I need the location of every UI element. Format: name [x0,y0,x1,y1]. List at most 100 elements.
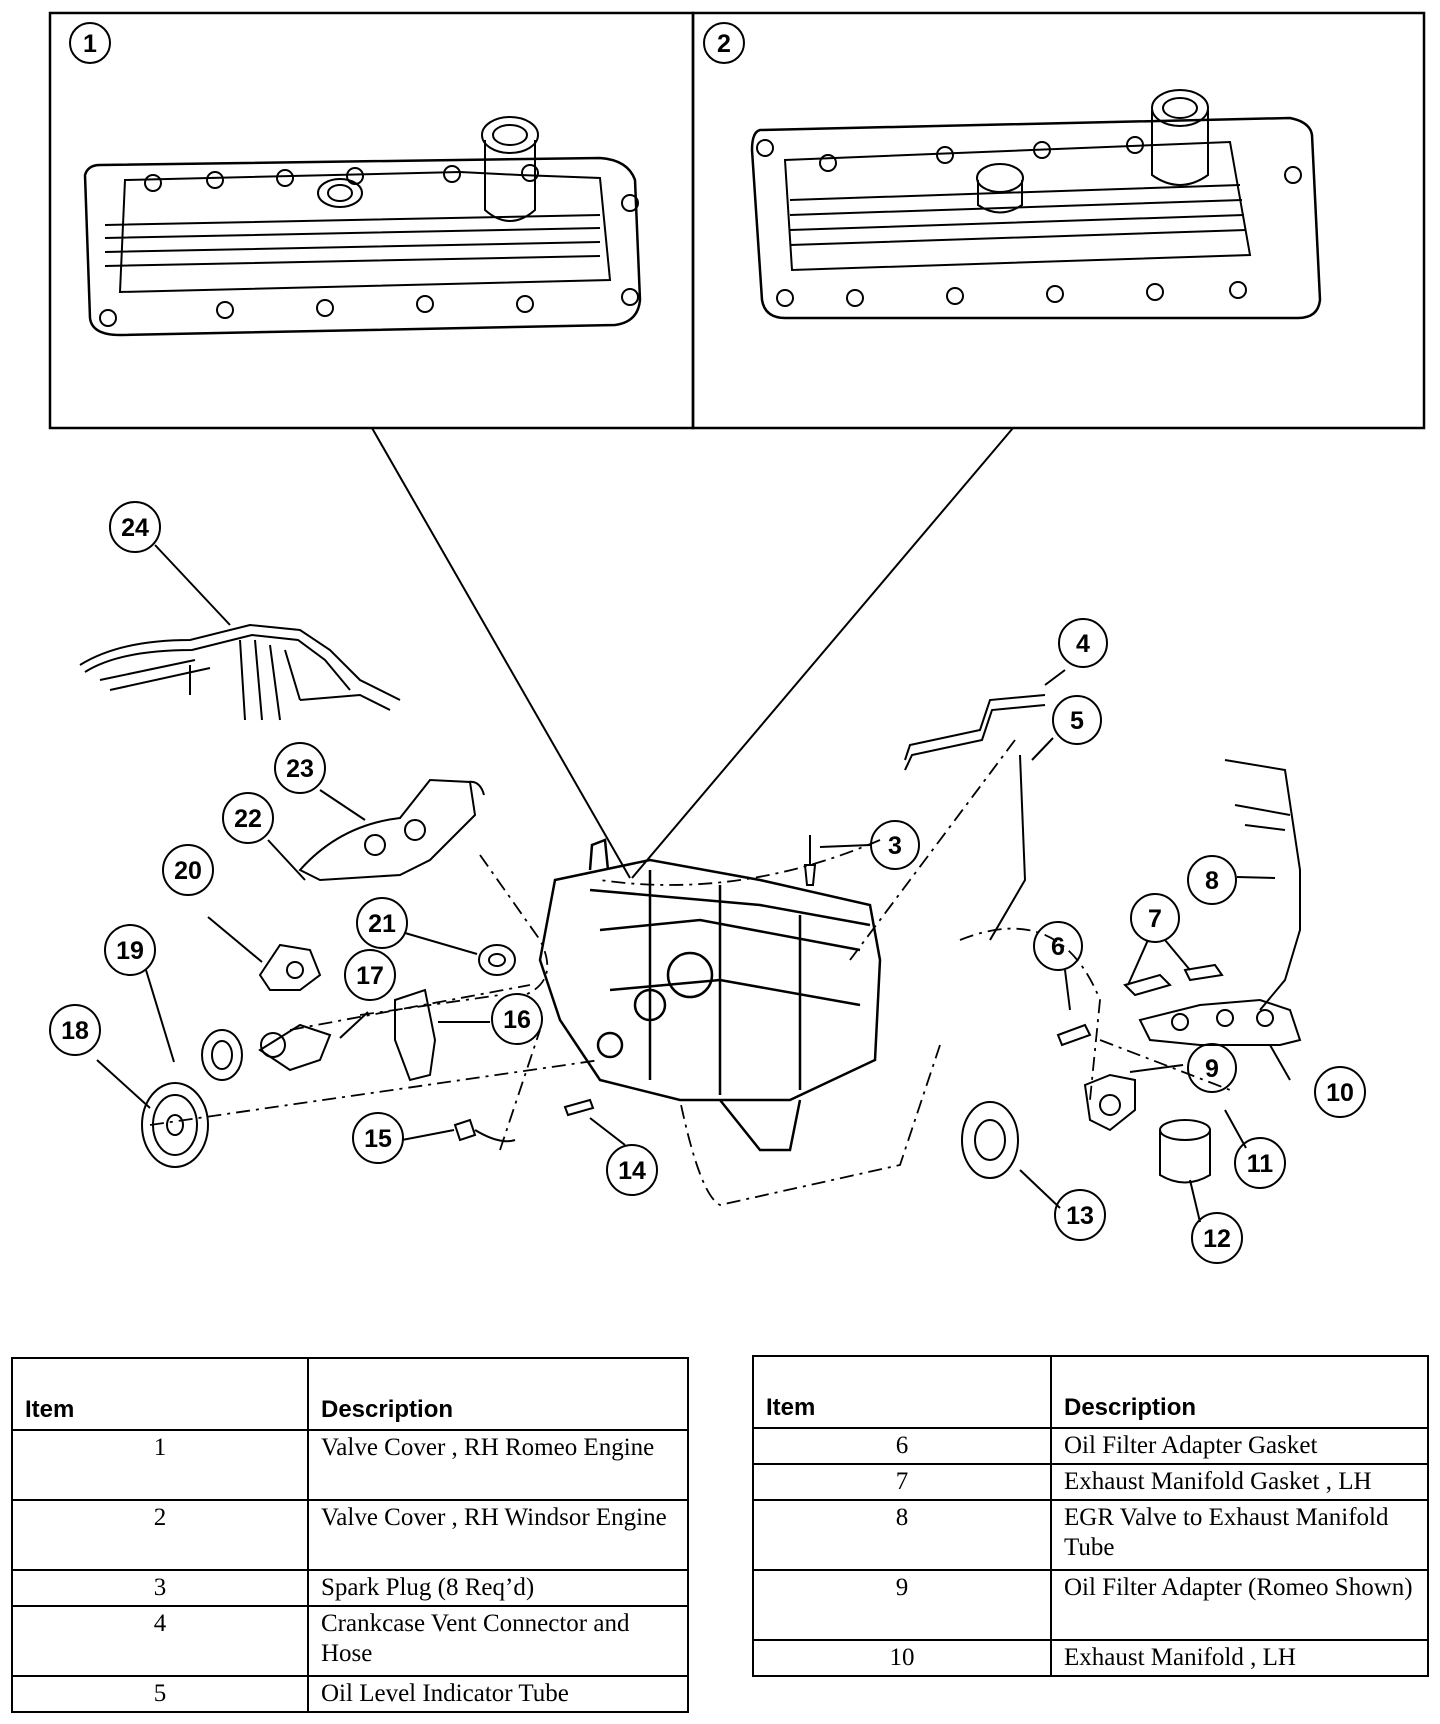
callout-20: 20 [162,844,214,896]
description-cell: Oil Filter Adapter (Romeo Shown) [1050,1569,1429,1641]
svg-text:8: 8 [1205,867,1219,895]
svg-text:14: 14 [618,1157,646,1185]
part-thermostat-housing [258,943,322,991]
svg-text:6: 6 [1051,933,1065,961]
svg-text:20: 20 [174,857,202,885]
description-cell: Oil Level Indicator Tube [307,1675,689,1713]
callout-19: 19 [104,924,156,976]
item-cell: 6 [752,1427,1052,1465]
description-column-header: Description [1050,1355,1429,1429]
item-cell: 5 [11,1675,309,1713]
svg-text:4: 4 [1076,630,1090,658]
parts-table-right: Item Description 6 Oil Filter Adapter Ga… [752,1355,1429,1677]
callout-3: 3 [870,820,920,870]
description-cell: Spark Plug (8 Req’d) [307,1569,689,1607]
part-oil-filter-adapter [1083,1073,1136,1132]
part-exhaust-manifold-lh [1138,998,1302,1046]
description-cell: Exhaust Manifold Gasket , LH [1050,1463,1429,1501]
detail-label-1: 1 [83,30,97,58]
svg-text:22: 22 [234,805,262,833]
callout-8: 8 [1187,855,1237,905]
part-spark-plug [803,835,817,886]
svg-text:21: 21 [368,910,396,938]
svg-text:18: 18 [61,1017,89,1045]
callout-6: 6 [1033,921,1083,971]
detail-panel-1 [48,11,695,430]
part-oil-level-tube [989,754,1027,941]
description-cell: Valve Cover , RH Romeo Engine [307,1429,689,1501]
leader-panel-1 [371,427,631,879]
part-exhaust-gaskets-lh [1123,963,1224,997]
detail-callout-2: 2 [703,22,745,64]
part-exhaust-manifold-rh [298,778,485,882]
table-row: 4 Crankcase Vent Connector and Hose [11,1605,689,1677]
part-water-pump [258,1023,332,1072]
description-cell: Valve Cover , RH Windsor Engine [307,1499,689,1571]
part-oil-cooler [478,944,516,976]
callout-11: 11 [1234,1137,1286,1189]
part-oil-filter [1159,1119,1211,1184]
svg-text:17: 17 [356,962,384,990]
description-cell: EGR Valve to Exhaust Manifold Tube [1050,1499,1429,1571]
item-cell: 8 [752,1499,1052,1571]
callout-13: 13 [1054,1189,1106,1241]
table-row: 1 Valve Cover , RH Romeo Engine [11,1429,689,1501]
table-row: 10 Exhaust Manifold , LH [752,1639,1429,1677]
svg-text:9: 9 [1205,1055,1219,1083]
item-column-header: Item [752,1355,1052,1429]
table-header-row: Item Description [11,1357,689,1431]
svg-text:24: 24 [121,514,149,542]
callout-24: 24 [109,501,161,553]
svg-text:19: 19 [116,937,144,965]
svg-text:3: 3 [888,832,902,860]
exploded-engine-diagram: 1 2 3 4 5 6 7 8 9 10 11 12 13 14 15 16 1… [48,11,1426,1264]
item-cell: 7 [752,1463,1052,1501]
item-cell: 3 [11,1569,309,1607]
item-cell: 4 [11,1605,309,1677]
svg-text:23: 23 [286,755,314,783]
part-crankcase-vent-hose [904,694,1046,771]
callout-5: 5 [1052,695,1102,745]
part-crankshaft-sensor [453,1118,516,1143]
callout-16: 16 [491,993,543,1045]
valve-cover-windsor-drawing [750,89,1322,320]
dash-relation-lines [149,739,1231,1206]
item-cell: 9 [752,1569,1052,1641]
valve-cover-romeo-drawing [83,116,642,337]
part-crankshaft-pulley [141,1082,209,1168]
part-oil-filter-gasket [1056,1023,1092,1047]
svg-text:12: 12 [1203,1225,1231,1253]
item-cell: 1 [11,1429,309,1501]
svg-text:15: 15 [364,1125,392,1153]
description-cell: Exhaust Manifold , LH [1050,1639,1429,1677]
item-cell: 10 [752,1639,1052,1677]
part-water-pump-pulley [201,1029,243,1081]
detail-label-2: 2 [717,30,731,58]
svg-text:10: 10 [1326,1079,1354,1107]
callout-23: 23 [274,742,326,794]
table-row: 2 Valve Cover , RH Windsor Engine [11,1499,689,1571]
callout-4: 4 [1058,618,1108,668]
part-oil-pump [961,1101,1019,1179]
detail-callout-1: 1 [69,22,111,64]
table-row: 6 Oil Filter Adapter Gasket [752,1427,1429,1465]
svg-text:7: 7 [1148,905,1162,933]
part-ignition-harness [79,623,401,721]
parts-table-left: Item Description 1 Valve Cover , RH Rome… [11,1357,689,1713]
callout-9: 9 [1187,1043,1237,1093]
engine-block-drawing [538,838,882,1152]
table-header-row: Item Description [752,1355,1429,1429]
part-bolt-14 [563,1098,595,1117]
callout-21: 21 [356,897,408,949]
callout-10: 10 [1314,1066,1366,1118]
table-row: 7 Exhaust Manifold Gasket , LH [752,1463,1429,1501]
callout-12: 12 [1191,1212,1243,1264]
svg-text:13: 13 [1066,1202,1094,1230]
detail-panel-2 [691,11,1426,430]
leader-panel-2 [631,427,1014,879]
callout-18: 18 [49,1004,101,1056]
callout-arrows [96,544,1291,1223]
svg-text:5: 5 [1070,707,1084,735]
table-row: 5 Oil Level Indicator Tube [11,1675,689,1713]
item-cell: 2 [11,1499,309,1571]
